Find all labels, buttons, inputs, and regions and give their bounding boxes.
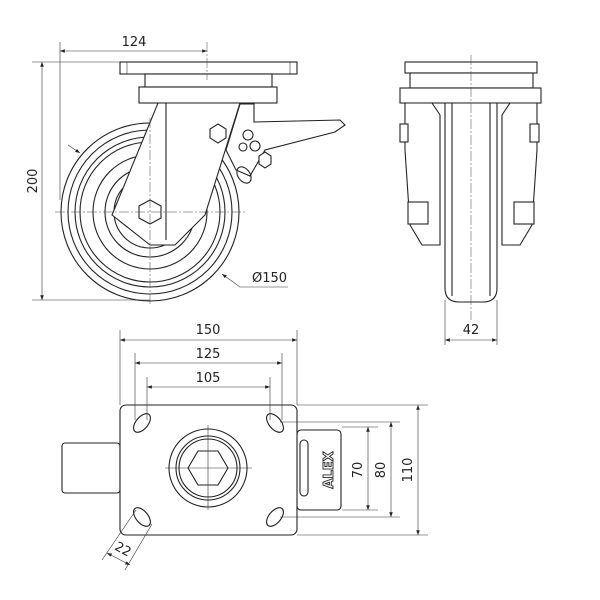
top-plate [119, 61, 298, 75]
bolt-slot [133, 507, 151, 527]
brake-pedal-stub [61, 442, 121, 494]
dim-22-label: 22 [112, 539, 134, 560]
dim-110-label: 110 [401, 458, 416, 483]
dim-diameter-label: Ø150 [252, 271, 287, 286]
brake-logo: ALEX [322, 451, 337, 488]
dim-80-label: 80 [374, 462, 389, 479]
dim-124-label: 124 [122, 35, 147, 50]
dim-150-label: 150 [196, 323, 221, 338]
bolt-slot [266, 507, 284, 527]
dim-125-label: 125 [196, 347, 221, 362]
top-view: ALEX 150 125 105 110 80 70 22 [61, 323, 428, 571]
fork-bolt [209, 123, 227, 144]
brake-mechanism [225, 103, 346, 184]
dim-105-label: 105 [196, 371, 221, 386]
dim-150-leader [221, 273, 288, 288]
lower-plate [138, 86, 278, 104]
bolt-slot [133, 413, 151, 433]
dim-70-label: 70 [351, 462, 366, 479]
dim-200-label: 200 [26, 169, 41, 194]
bolt-slot [266, 413, 284, 433]
front-view: 42 [399, 55, 542, 345]
swivel-bearing [144, 73, 273, 88]
side-view: 124 200 Ø150 [26, 35, 346, 305]
dim-42-label: 42 [463, 323, 480, 338]
